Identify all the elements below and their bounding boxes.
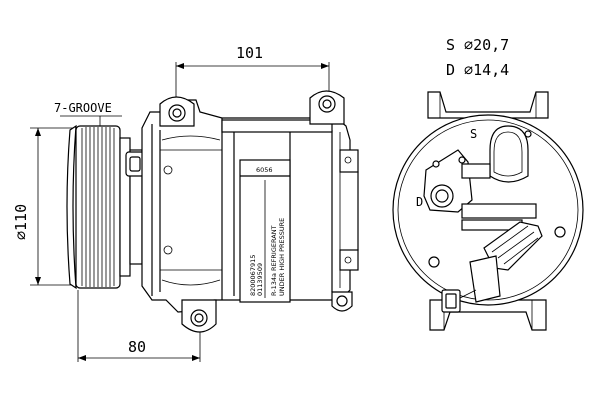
suction-marker: S [470,127,477,141]
dimension-diameter: ⌀110 [12,127,76,286]
suction-port-spec: S ⌀20,7 [446,36,509,54]
label-plate: 6056 8200067915 01139509 R-134a REFRIGER… [239,159,291,303]
plate-code: 6056 [256,166,273,174]
dimension-width-top: 101 [175,44,330,118]
mount-ear-top-right [309,90,345,125]
electrical-connector [441,221,543,313]
rear-view: S D [392,91,584,331]
plate-refrigerant-line2: UNDER HIGH PRESSURE [278,218,286,296]
port-legend: S ⌀20,7 D ⌀14,4 [446,36,509,79]
mount-ear-top-left [159,96,195,127]
discharge-marker: D [416,195,423,209]
groove-callout: 7-GROOVE [54,101,122,130]
width-top-label: 101 [236,44,263,62]
pulley [66,124,143,290]
dimension-width-bottom: 80 [77,290,201,362]
plate-part-line2: 01139509 [256,263,264,296]
width-bottom-label: 80 [128,338,146,356]
groove-label: 7-GROOVE [54,101,112,115]
clutch-connector [125,151,145,177]
mount-ear-bottom [181,299,217,333]
plate-refrigerant-line1: R-134a REFRIGERANT [270,225,278,296]
discharge-port: D [416,149,473,213]
diameter-label: ⌀110 [12,204,30,240]
discharge-port-spec: D ⌀14,4 [446,61,509,79]
mount-ear-bottom-right [331,291,353,312]
suction-port: S [470,125,529,183]
plate-part-line1: 8200067915 [249,255,257,296]
